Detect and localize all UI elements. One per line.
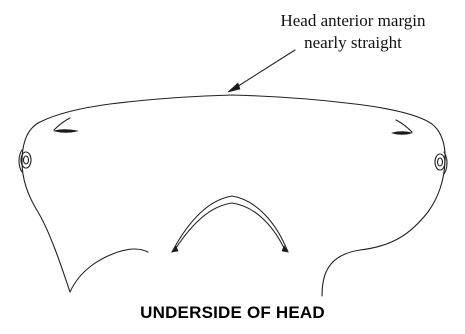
head-outline [22,95,445,296]
left-nostril [54,118,78,133]
annotation-arrow [228,50,295,92]
annotation-line-2: nearly straight [253,32,453,54]
figure-caption: UNDERSIDE OF HEAD [0,303,465,323]
right-eye [435,152,447,174]
anterior-margin-annotation: Head anterior margin nearly straight [253,10,453,54]
left-eye [19,150,31,172]
head-left-inner-edge [70,249,148,292]
mouth [172,196,288,252]
annotation-line-1: Head anterior margin [253,10,453,32]
right-nostril [392,120,412,135]
